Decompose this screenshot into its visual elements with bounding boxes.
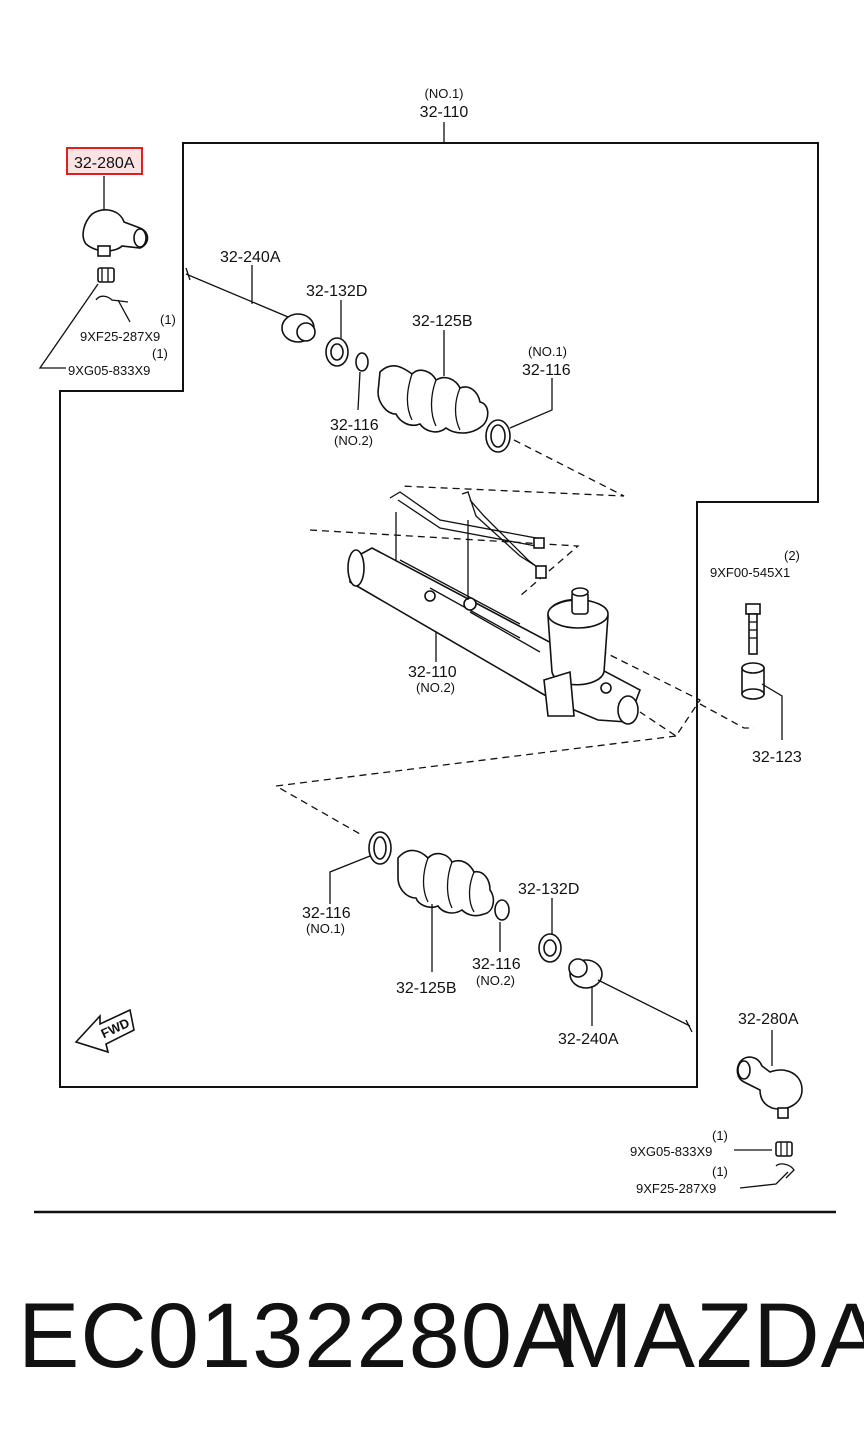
assembly-frame [59, 142, 819, 1088]
mounting-bolt [745, 603, 761, 655]
large-clamp-upper [485, 378, 553, 453]
inner-tie-rod-lower [568, 958, 693, 1033]
label-bolt: 9XF00-545X1 [710, 565, 790, 580]
label-pin-right-qty: (1) [712, 1164, 728, 1179]
footer-part-number: EC0132280A [18, 1285, 576, 1387]
seal-lower [538, 898, 562, 963]
label-nut-left-qty: (1) [152, 346, 168, 361]
inner-tie-rod-upper [185, 265, 316, 343]
label-clamp-small-left: 32-116 [330, 417, 379, 434]
label-gear-assy: 32-110 [408, 664, 457, 681]
tie-rod-end-right [736, 1030, 803, 1119]
label-pin-left-qty: (1) [160, 312, 176, 327]
label-tie-rod-right: 32-240A [558, 1031, 619, 1048]
label-nut-right-qty: (1) [712, 1128, 728, 1143]
seal-upper [325, 300, 349, 367]
gear-housing [309, 491, 701, 737]
label-gear-assy-no2: (NO.2) [416, 680, 455, 695]
highlight-box [66, 147, 143, 175]
label-nut-left: 9XG05-833X9 [68, 363, 150, 378]
mount-bushing [699, 662, 783, 740]
label-seal-left: 32-132D [306, 283, 367, 300]
label-clamp-lower-left: 32-116 [302, 905, 351, 922]
large-clamp-lower [329, 831, 392, 904]
label-bolt-qty: (2) [784, 548, 800, 563]
label-clamp-no2-left: (NO.2) [334, 433, 373, 448]
label-tie-rod-end-right: 32-280A [738, 1011, 799, 1028]
label-clamp-lower-no1: (NO.1) [306, 921, 345, 936]
label-clamp-no1-left: (NO.1) [528, 344, 567, 359]
label-pin-left: 9XF25-287X9 [80, 329, 160, 344]
small-clamp-upper [355, 352, 369, 411]
label-bushing: 32-123 [752, 749, 802, 766]
castle-nut-right [775, 1141, 793, 1157]
label-seal-right: 32-132D [518, 881, 579, 898]
fwd-arrow-icon [74, 1008, 135, 1054]
cotter-pin-right [739, 1163, 795, 1189]
small-clamp-lower [494, 899, 510, 952]
label-clamp-small-right-no2: (NO.2) [476, 973, 515, 988]
label-housing: 32-110 [420, 104, 469, 121]
label-clamp-small-right: 32-116 [472, 956, 521, 973]
tie-rod-end-left [82, 176, 149, 257]
cotter-pin-left [95, 295, 131, 323]
label-tie-rod-end-left: 32-280A [74, 155, 135, 172]
label-nut-right: 9XG05-833X9 [630, 1144, 712, 1159]
label-pin-right: 9XF25-287X9 [636, 1181, 716, 1196]
label-clamp-left-upper: 32-116 [522, 362, 571, 379]
castle-nut-left [97, 267, 115, 283]
boot-upper [377, 330, 489, 434]
boot-lower [397, 849, 495, 972]
footer-brand: MAZDA [556, 1285, 864, 1387]
steering-rack-exploded-diagram: (NO.1) 32-110 32-280A 32-240A 32-132D 32… [34, 86, 836, 1214]
label-housing-no1: (NO.1) [425, 86, 464, 101]
label-tie-rod-left: 32-240A [220, 249, 281, 266]
label-boot-left: 32-125B [412, 313, 473, 330]
label-boot-right: 32-125B [396, 980, 457, 997]
